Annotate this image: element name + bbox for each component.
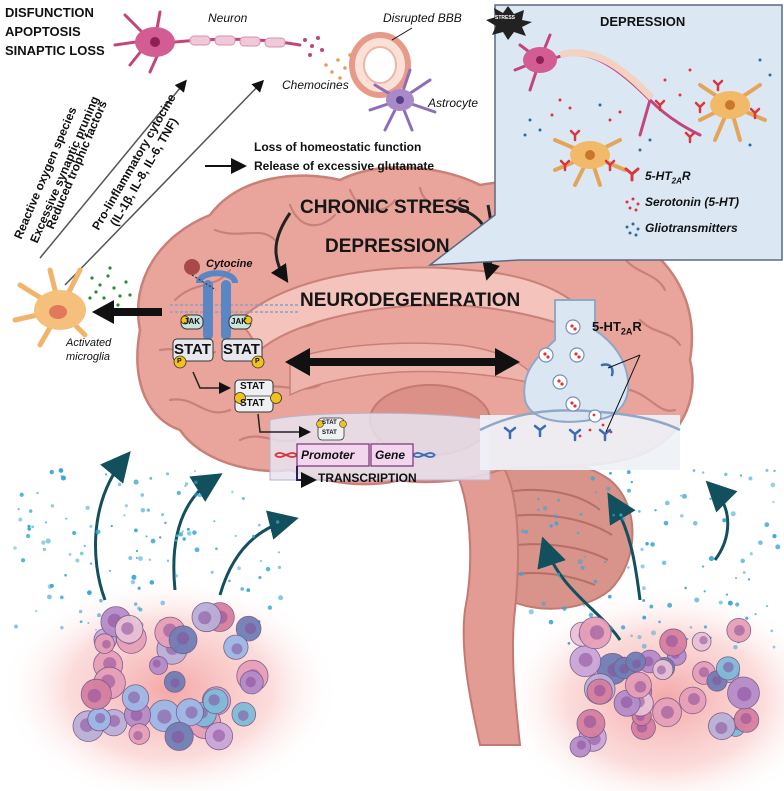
legend-receptor-label: 5-HT2AR (645, 169, 691, 186)
legend-receptor-icon (624, 167, 640, 182)
cytokine-dots-right (519, 468, 781, 650)
stat-small-bottom: STAT (322, 430, 337, 436)
dna-strand (274, 443, 436, 488)
promoter-box (296, 443, 370, 467)
label-cytocine: Cytocine (206, 258, 253, 270)
transcription-label: TRANSCRIPTION (318, 471, 417, 485)
stat-box-right (221, 338, 263, 362)
receptor-label: 5-HT2AR (592, 319, 642, 337)
stat-dimer-bottom: STAT (240, 398, 265, 409)
gene-label: Gene (375, 448, 406, 462)
outcome-synaptic-loss: SINAPTIC LOSS (5, 43, 105, 58)
microglia-illustration (12, 266, 132, 348)
neuron-illustration (113, 10, 324, 74)
stat-box-left (172, 338, 214, 362)
stat-small-top: STAT (322, 420, 337, 426)
blood-cells-left (72, 602, 269, 751)
legend-gliotransmitter-label: Gliotransmitters (645, 221, 738, 235)
arrow-to-microglia (92, 300, 162, 324)
jak-stat-pathway (170, 259, 347, 441)
label-chemocines: Chemocines (282, 78, 349, 92)
phospho-right: P (255, 358, 260, 365)
legend-gliotransmitter-icon (625, 222, 640, 237)
phospho-left: P (177, 358, 182, 365)
stress-badge (486, 6, 532, 40)
legend-serotonin-label: Serotonin (5-HT) (645, 195, 739, 209)
stat-small-box (317, 417, 345, 441)
gene-box (370, 443, 414, 467)
label-microglia: microglia (66, 351, 111, 363)
label-neuron: Neuron (208, 11, 248, 25)
jak-right-label: JAK (231, 317, 248, 326)
legend-serotonin-icon (625, 197, 640, 212)
label-astrocyte: Astrocyte (428, 96, 479, 110)
astrocyte-illustration (368, 68, 437, 132)
homeostasis-line2: Release of excessive glutamate (254, 159, 435, 173)
label-neurodegeneration: NEURODEGENERATION (300, 290, 521, 311)
stat-left-label: STAT (174, 341, 211, 358)
outcome-apoptosis: APOPTOSIS (5, 24, 81, 39)
label-activated: Activated (66, 337, 112, 349)
label-chronic-stress: CHRONIC STRESS (300, 197, 470, 218)
stress-badge-label: STRESS (495, 15, 516, 21)
label-disrupted-bbb: Disrupted BBB (383, 11, 462, 25)
bbb-vessel (324, 27, 413, 98)
outcome-dysfunction: DISFUNCTION (5, 5, 94, 20)
double-arrow (285, 348, 520, 376)
homeostasis-line1: Loss of homeostatic function (254, 140, 422, 154)
promoter-label: Promoter (301, 448, 355, 462)
label-depression: DEPRESSION (325, 236, 450, 257)
inset-title: DEPRESSION (600, 14, 686, 29)
stat-right-label: STAT (223, 341, 260, 358)
synapse-panel (479, 299, 681, 470)
stat-dimer-top: STAT (240, 381, 265, 392)
depression-inset (427, 4, 783, 266)
jak-left-label: JAK (184, 317, 201, 326)
blood-cells-right (569, 616, 760, 758)
